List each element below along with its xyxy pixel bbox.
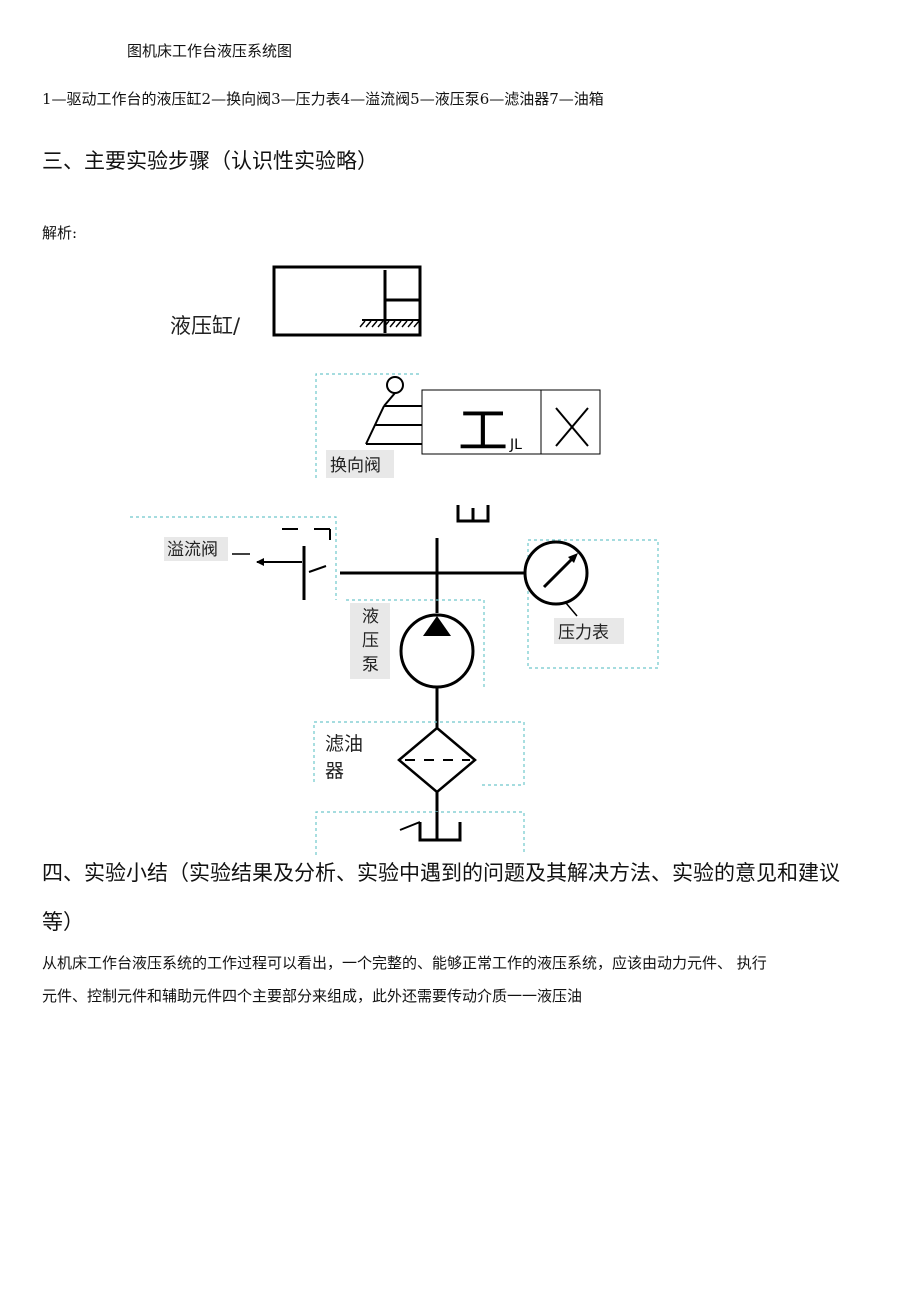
hydraulic-cylinder [272,265,422,337]
figure-caption: 图机床工作台液压系统图 [127,42,293,60]
section-4-heading: 四、实验小结（实验结果及分析、实验中遇到的问题及其解决方法、实验的意见和建议 [42,861,840,885]
valve-symbol-mark: 工 [458,402,508,460]
gauge-label: 压力表 [558,623,609,643]
tank-top-icon [456,505,490,523]
filter-label-2: 器 [325,760,344,782]
oil-tank [315,811,525,855]
hydraulic-pump [346,599,485,728]
hydraulic-diagram: 液压缸/ 换向阀 工 JL 溢流阀 [130,265,659,855]
analysis-label: 解析: [42,224,78,242]
summary-paragraph-line-2: 元件、控制元件和辅助元件四个主要部分来组成，此外还需要传动介质一一液压油 [42,987,583,1005]
pump-label-1: 液 [362,607,379,627]
pump-label-3: 泵 [362,655,379,675]
summary-paragraph-line-1: 从机床工作台液压系统的工作过程可以看出，一个完整的、能够正常工作的液压系统，应该… [42,954,767,972]
cylinder-label: 液压缸/ [170,314,241,338]
relief-valve-label: 溢流阀 [167,540,218,560]
figure-legend: 1—驱动工作台的液压缸2—换向阀3—压力表4—溢流阀5—液压泵6—滤油器7—油箱 [42,90,604,108]
pressure-gauge [437,539,659,669]
section-3-heading: 三、主要实验步骤（认识性实验略） [42,149,378,173]
directional-valve [315,373,601,478]
filter-label-1: 滤油 [325,733,363,755]
pump-label-2: 压 [362,631,379,651]
valve-label: 换向阀 [330,456,381,476]
oil-filter [313,721,525,812]
relief-valve [130,516,437,600]
section-4-heading-cont: 等） [42,910,84,934]
valve-symbol-sub: JL [509,437,522,453]
